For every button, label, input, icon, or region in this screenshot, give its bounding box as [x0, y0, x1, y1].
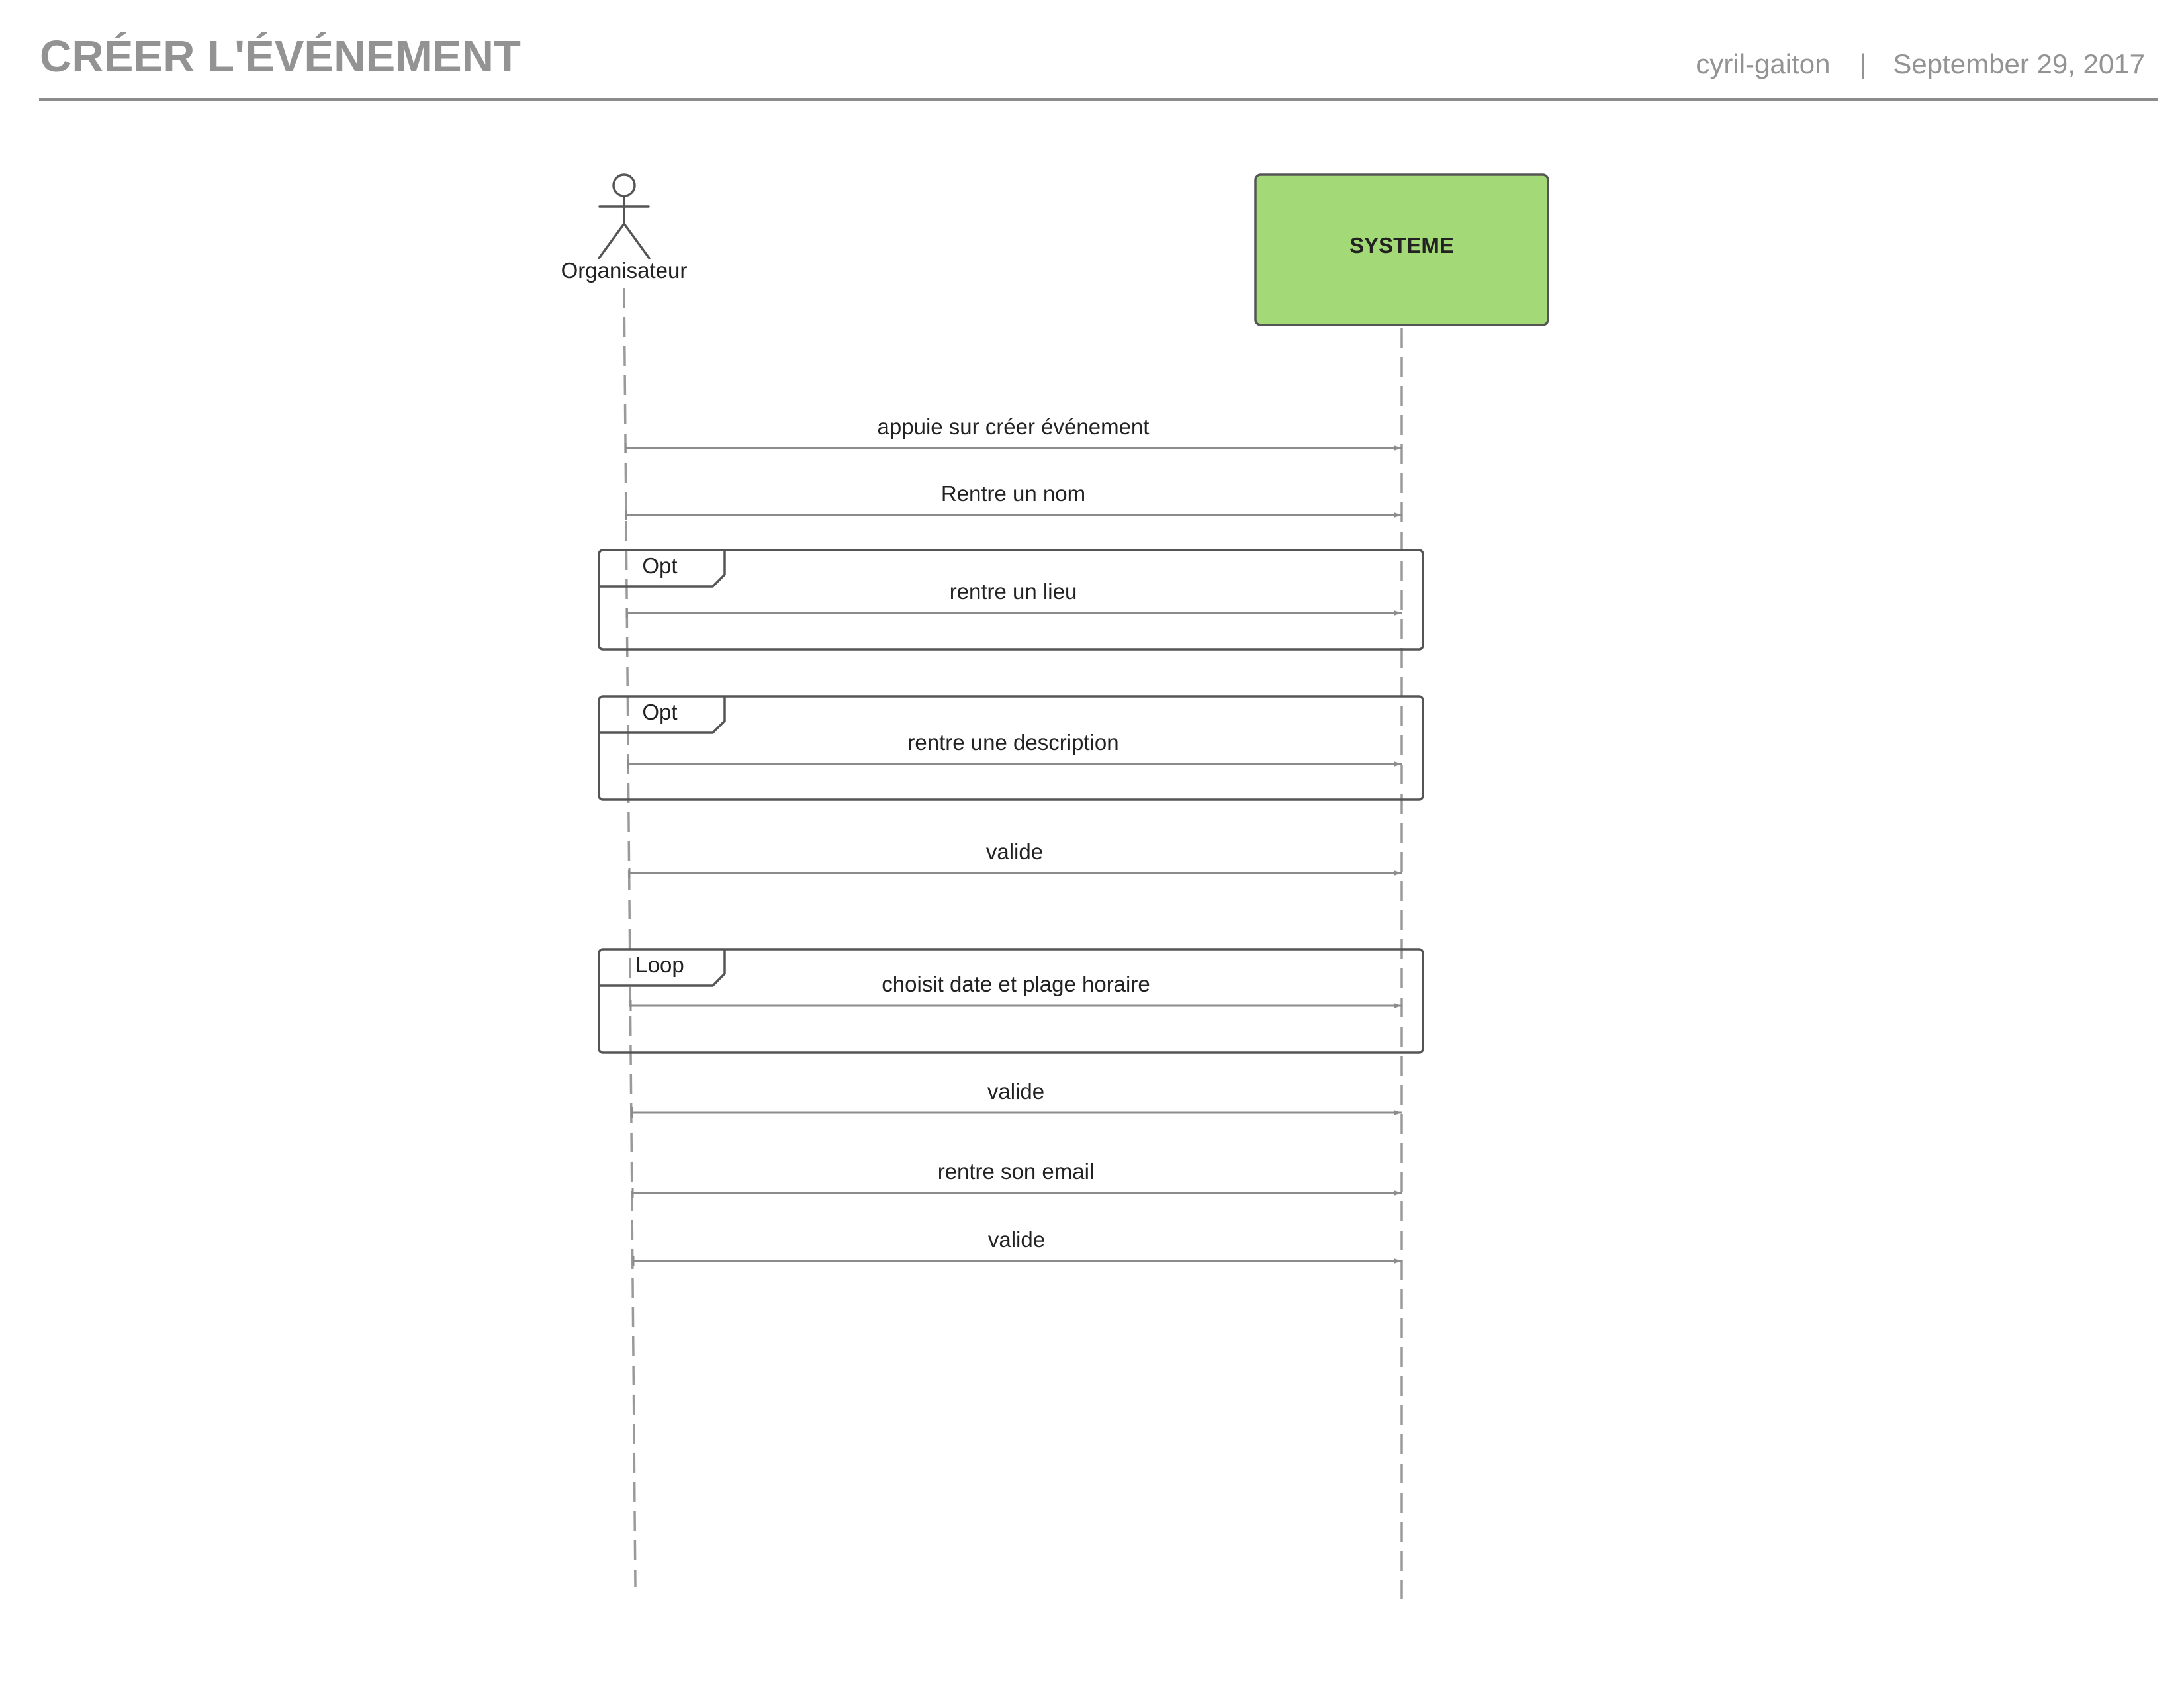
system-label: SYSTEME — [1349, 233, 1454, 258]
opt-fragment: Opt — [598, 549, 1424, 651]
page-title: CRÉER L'ÉVÉNEMENT — [40, 32, 521, 81]
message-label: rentre une description — [907, 730, 1118, 755]
meta-separator: | — [1859, 48, 1867, 79]
message-label: valide — [988, 1227, 1045, 1252]
message-label: Rentre un nom — [941, 481, 1085, 506]
message-label: choisit date et plage horaire — [882, 972, 1150, 996]
document-meta: cyril-gaiton | September 29, 2017 — [1696, 50, 2145, 78]
message: rentre une description — [627, 730, 1402, 769]
fragment-operator-label: Loop — [635, 953, 684, 977]
fragment-operator-label: Opt — [642, 553, 677, 578]
stick-figure-icon — [598, 173, 651, 259]
message: rentre un lieu — [625, 579, 1402, 618]
message: valide — [631, 1079, 1402, 1118]
message-label: appuie sur créer événement — [878, 414, 1150, 439]
loop-fragment: Loop — [598, 948, 1424, 1054]
message-label: rentre un lieu — [950, 579, 1077, 604]
message: Rentre un nom — [625, 481, 1402, 520]
message-label: valide — [987, 1079, 1044, 1103]
message-label: valide — [986, 839, 1043, 864]
message: valide — [632, 1227, 1402, 1266]
opt-fragment: Opt — [598, 695, 1424, 801]
message-label: rentre son email — [938, 1159, 1095, 1184]
message: choisit date et plage horaire — [629, 972, 1402, 1011]
author-name: cyril-gaiton — [1696, 48, 1831, 79]
actor-lifeline — [623, 287, 637, 1588]
header-divider — [39, 98, 2158, 101]
document-date: September 29, 2017 — [1893, 48, 2145, 79]
fragment-operator-label: Opt — [642, 700, 677, 724]
message: valide — [628, 839, 1402, 878]
message: rentre son email — [631, 1159, 1402, 1198]
actor-label: Organisateur — [561, 258, 688, 283]
document-header: CRÉER L'ÉVÉNEMENT cyril-gaiton | September… — [0, 0, 2184, 106]
system-participant-box — [1254, 173, 1549, 326]
message: appuie sur créer événement — [624, 414, 1402, 453]
